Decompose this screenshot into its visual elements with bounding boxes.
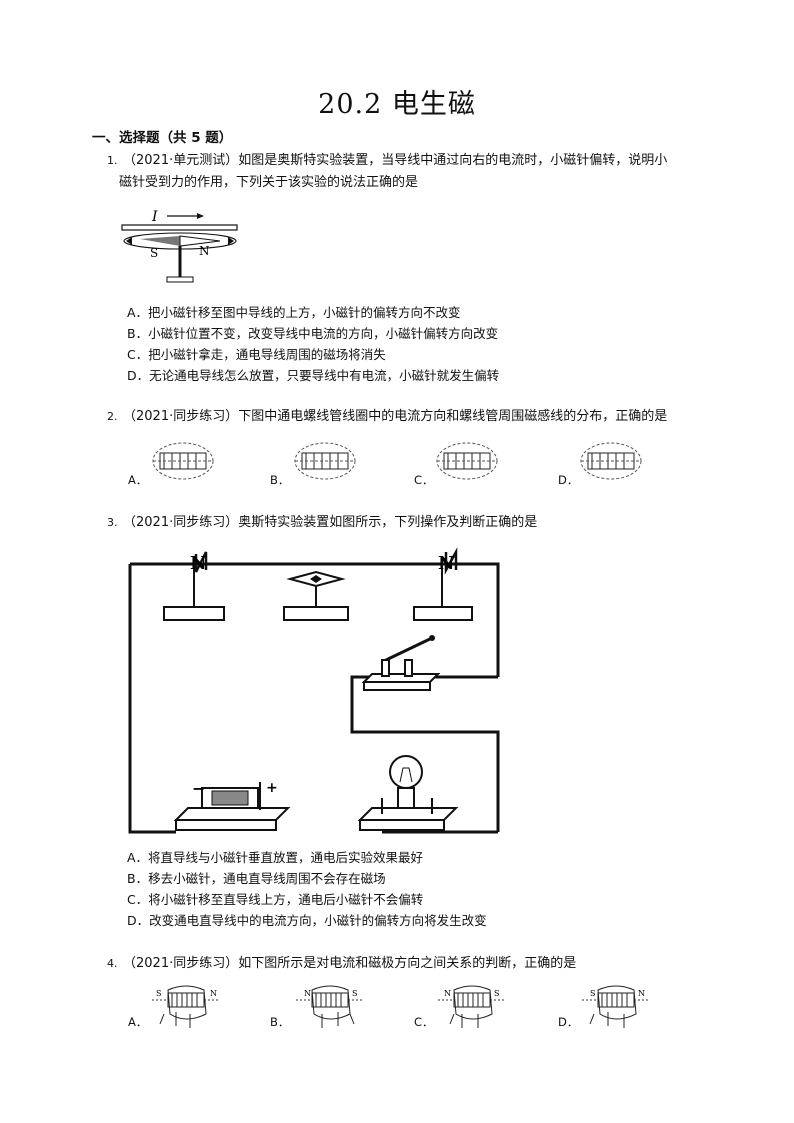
right-hand-rule-figure-c: N S xyxy=(438,985,506,1028)
option-d[interactable]: D． xyxy=(558,473,579,487)
option-d[interactable]: D．改变通电直导线中的电流方向，小磁针的偏转方向将发生改变 xyxy=(127,913,487,928)
right-hand-rule-figure-a: S N xyxy=(152,985,220,1028)
north-label-right: N xyxy=(438,553,454,574)
oersted-circuit-figure: N N − + xyxy=(128,547,500,834)
question-text-line: （2021·同步练习）如下图所示是对电流和磁极方向之间关系的判断，正确的是 xyxy=(123,956,577,971)
question-text-line: （2021·同步练习）奥斯特实验装置如图所示，下列操作及判断正确的是 xyxy=(123,515,538,530)
option-d[interactable]: D．无论通电导线怎么放置，只要导线中有电流，小磁针就发生偏转 xyxy=(127,368,500,383)
option-c[interactable]: C．把小磁针拿走，通电导线周围的磁场将消失 xyxy=(127,347,386,362)
minus-label: − xyxy=(192,779,205,798)
option-a[interactable]: A．把小磁针移至图中导线的上方，小磁针的偏转方向不改变 xyxy=(127,305,461,320)
question-number: 3. xyxy=(107,516,118,529)
question-number: 1. xyxy=(107,154,118,167)
option-c[interactable]: C．将小磁针移至直导线上方，通电后小磁针不会偏转 xyxy=(127,892,424,907)
pole-right: S xyxy=(352,989,357,998)
question-3-options: A．将直导线与小磁针垂直放置，通电后实验效果最好 B．移去小磁针，通电直导线周围… xyxy=(127,847,487,931)
pole-right: S xyxy=(494,989,499,998)
pole-left: S xyxy=(156,989,161,998)
option-b[interactable]: B． xyxy=(270,1015,290,1029)
pole-right: N xyxy=(638,989,645,998)
solenoid-figure-c xyxy=(436,442,498,480)
pole-right: N xyxy=(210,989,217,998)
section-heading: 一、选择题（共 5 题） xyxy=(92,130,233,146)
option-b[interactable]: B．移去小磁针，通电直导线周围不会存在磁场 xyxy=(127,871,386,886)
question-4: 4. （2021·同步练习）如下图所示是对电流和磁极方向之间关系的判断，正确的是 xyxy=(107,953,707,975)
question-3: 3. （2021·同步练习）奥斯特实验装置如图所示，下列操作及判断正确的是 xyxy=(107,512,707,534)
option-c[interactable]: C． xyxy=(414,473,434,487)
question-text-line: （2021·单元测试）如图是奥斯特实验装置，当导线中通过向右的电流时，小磁针偏转… xyxy=(123,153,668,168)
option-a[interactable]: A． xyxy=(128,473,148,487)
page-title: 20.2 电生磁 xyxy=(318,89,476,120)
option-a[interactable]: A． xyxy=(128,1015,148,1029)
option-b[interactable]: B． xyxy=(270,473,290,487)
question-number: 2. xyxy=(107,410,118,423)
option-a[interactable]: A．将直导线与小磁针垂直放置，通电后实验效果最好 xyxy=(127,850,424,865)
oersted-needle-figure: I S N xyxy=(121,209,238,283)
pole-left: N xyxy=(444,989,451,998)
right-hand-rule-figure-b: N S xyxy=(296,985,364,1028)
pole-left: S xyxy=(590,989,595,998)
question-2: 2. （2021·同步练习）下图中通电螺线管线圈中的电流方向和螺线管周围磁感线的分… xyxy=(107,406,707,428)
right-hand-rule-figure-d: S N xyxy=(582,985,650,1028)
option-d[interactable]: D． xyxy=(558,1015,579,1029)
north-pole-label: N xyxy=(199,244,210,258)
option-c[interactable]: C． xyxy=(414,1015,434,1029)
solenoid-figure-d xyxy=(580,442,642,480)
option-b[interactable]: B．小磁针位置不变，改变导线中电流的方向，小磁针偏转方向改变 xyxy=(127,326,499,341)
plus-label: + xyxy=(266,780,278,796)
current-label: I xyxy=(151,209,158,225)
question-text-line: （2021·同步练习）下图中通电螺线管线圈中的电流方向和螺线管周围磁感线的分布，… xyxy=(123,409,668,424)
question-1-options: A．把小磁针移至图中导线的上方，小磁针的偏转方向不改变 B．小磁针位置不变，改变… xyxy=(127,302,499,386)
solenoid-figure-b xyxy=(294,442,356,480)
question-1: 1. （2021·单元测试）如图是奥斯特实验装置，当导线中通过向右的电流时，小磁针… xyxy=(107,150,707,194)
north-label-left: N xyxy=(190,553,206,574)
pole-left: N xyxy=(304,989,311,998)
solenoid-figure-a xyxy=(152,442,214,480)
question-text-line: 磁针受到力的作用，下列关于该实验的说法正确的是 xyxy=(119,175,419,190)
question-number: 4. xyxy=(107,957,118,970)
south-pole-label: S xyxy=(150,246,158,260)
